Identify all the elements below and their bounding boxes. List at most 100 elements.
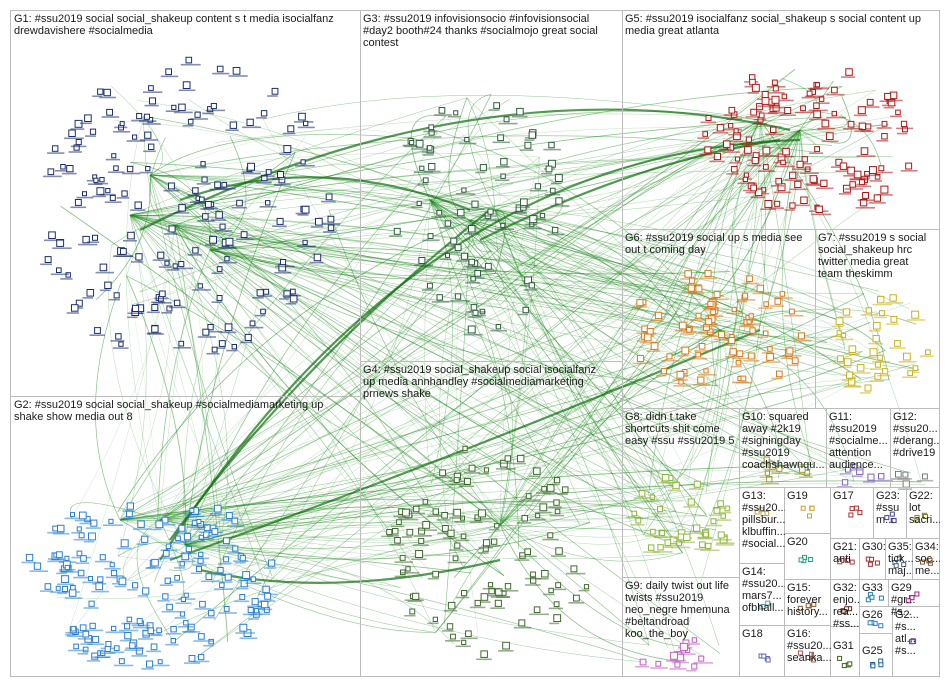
node — [50, 267, 69, 276]
node — [680, 270, 698, 280]
node — [752, 284, 772, 295]
node — [550, 197, 570, 207]
edge — [469, 219, 851, 473]
edge — [159, 298, 683, 521]
node — [878, 662, 884, 668]
edge — [157, 524, 501, 635]
node — [47, 145, 65, 154]
node — [44, 231, 64, 242]
node — [723, 106, 737, 116]
edge — [439, 209, 496, 524]
edge — [159, 304, 647, 521]
node — [234, 555, 246, 564]
edge — [758, 129, 801, 330]
node — [652, 544, 673, 553]
node — [77, 646, 89, 655]
node — [116, 539, 132, 550]
group-label-g15: G15: forever history... — [787, 582, 828, 618]
node — [443, 529, 457, 539]
node — [234, 594, 250, 603]
node — [221, 237, 234, 248]
node — [193, 653, 210, 663]
node — [488, 523, 500, 531]
node — [71, 526, 83, 534]
node — [174, 204, 190, 214]
edge — [469, 219, 845, 346]
node — [151, 520, 164, 531]
edge — [173, 129, 801, 643]
group-label-g11: G11: #ssu2019 #socialme... attention aud… — [829, 411, 888, 471]
node — [189, 111, 208, 120]
edge — [262, 119, 501, 526]
node — [119, 632, 132, 642]
edge — [799, 129, 817, 145]
node — [718, 140, 732, 150]
edge — [119, 518, 162, 521]
node — [411, 200, 423, 209]
node — [105, 625, 126, 634]
edge — [129, 214, 785, 470]
node — [536, 570, 549, 580]
edge — [269, 129, 801, 582]
node — [683, 498, 701, 508]
edge — [759, 119, 837, 136]
node — [762, 346, 774, 354]
edge — [159, 293, 865, 521]
node — [872, 354, 890, 363]
node — [490, 599, 505, 609]
node — [190, 565, 202, 575]
node — [726, 166, 739, 175]
edge — [129, 214, 502, 308]
node — [694, 343, 712, 352]
group-label-g21: G21: anti — [833, 541, 857, 565]
node — [810, 657, 816, 663]
node — [632, 354, 652, 365]
node — [452, 208, 466, 219]
node — [64, 589, 83, 599]
node — [194, 600, 212, 610]
node — [218, 556, 232, 565]
node — [51, 551, 65, 561]
edge — [119, 90, 876, 521]
node — [784, 171, 804, 181]
edge — [467, 94, 496, 211]
node — [860, 384, 872, 394]
node — [817, 119, 835, 130]
edge — [119, 132, 801, 521]
node — [770, 177, 784, 187]
node — [206, 346, 220, 355]
edge — [701, 119, 766, 536]
node — [657, 474, 676, 484]
node — [523, 282, 538, 291]
node — [165, 638, 179, 646]
group-label-g3: G3: #ssu2019 infovisionsocio #infovision… — [363, 13, 598, 49]
node — [220, 573, 233, 583]
node — [78, 235, 98, 246]
node — [765, 126, 784, 136]
node — [163, 182, 180, 192]
group-label-g18: G18 — [742, 628, 763, 640]
node — [896, 120, 914, 130]
node — [455, 187, 475, 195]
node — [769, 298, 785, 307]
edge — [456, 219, 479, 634]
edge — [429, 199, 454, 484]
node — [811, 205, 831, 216]
group-label-g23: G23: #ssu m... — [876, 490, 900, 526]
node — [897, 471, 913, 480]
node — [226, 344, 238, 352]
edge — [137, 100, 431, 201]
node — [259, 592, 276, 602]
group-label-g25: G25 — [862, 645, 883, 657]
node — [809, 82, 830, 90]
node — [883, 98, 896, 109]
node — [747, 83, 760, 94]
node — [874, 560, 880, 566]
node — [876, 120, 892, 129]
node — [218, 537, 236, 547]
edge — [129, 214, 738, 299]
node — [726, 306, 744, 315]
edge — [129, 214, 449, 483]
edge — [424, 199, 432, 484]
